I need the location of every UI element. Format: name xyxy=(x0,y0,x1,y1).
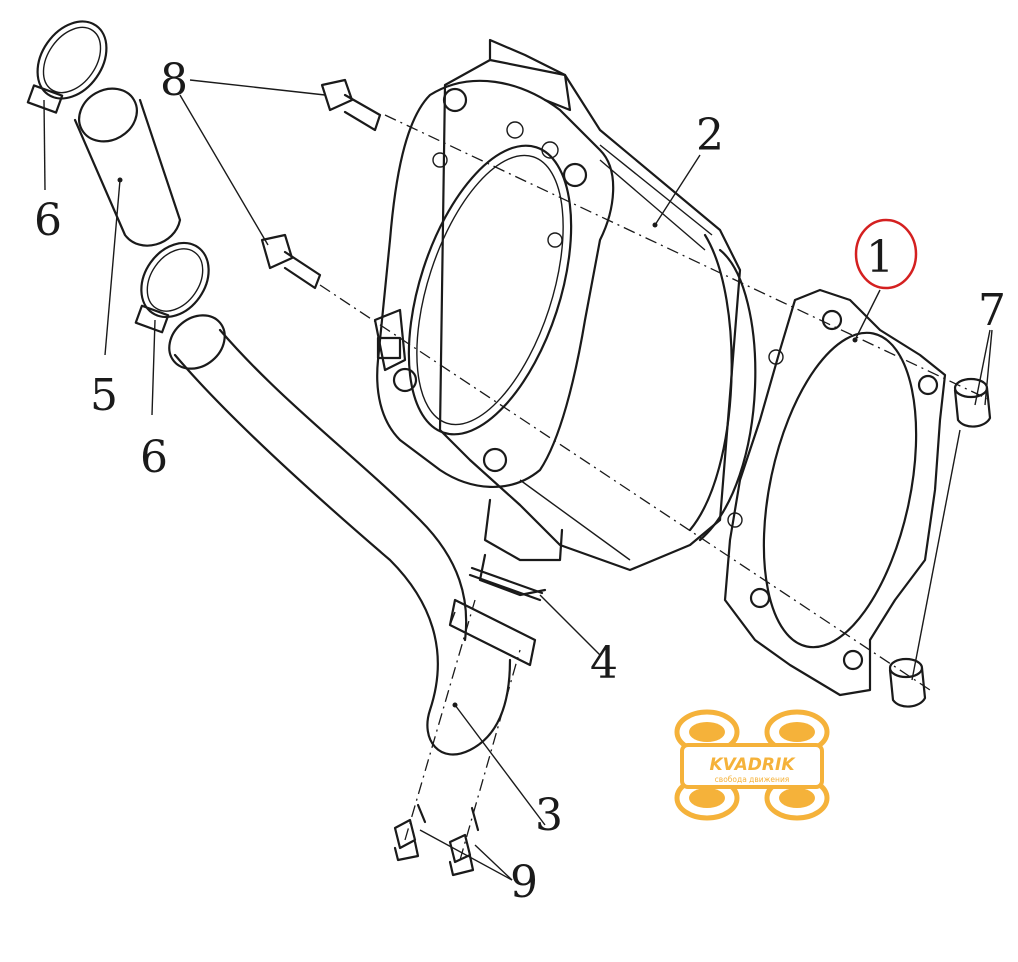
label-part-4: 4 xyxy=(590,638,618,689)
label-part-7: 7 xyxy=(978,285,1006,336)
alignment-axes xyxy=(319,114,991,861)
logo-tagline-text: свобода движения xyxy=(715,775,790,784)
label-part-6-upper: 6 xyxy=(34,195,62,246)
cylinder xyxy=(373,38,757,597)
o-ring xyxy=(468,566,601,656)
fittings xyxy=(393,803,513,881)
hose-clamp-lower xyxy=(134,241,210,416)
kvadrik-logo: KVADRIK свобода движения xyxy=(674,709,830,821)
hose-sleeve xyxy=(73,87,182,356)
label-part-1: 1 xyxy=(866,232,894,283)
bolts xyxy=(179,78,382,290)
coolant-pipe xyxy=(168,314,546,826)
label-part-6-lower: 6 xyxy=(140,432,168,483)
label-part-8: 8 xyxy=(160,55,188,106)
logo-brand-text: KVADRIK xyxy=(709,755,796,775)
cylinder-base-gasket xyxy=(723,288,947,697)
highlight-circle xyxy=(854,218,918,290)
hose-clamp-upper xyxy=(26,20,108,191)
label-part-9: 9 xyxy=(510,857,538,908)
label-part-3: 3 xyxy=(535,790,563,841)
label-part-5: 5 xyxy=(90,370,118,421)
dowel-pins xyxy=(888,329,993,708)
label-part-2: 2 xyxy=(696,110,724,161)
